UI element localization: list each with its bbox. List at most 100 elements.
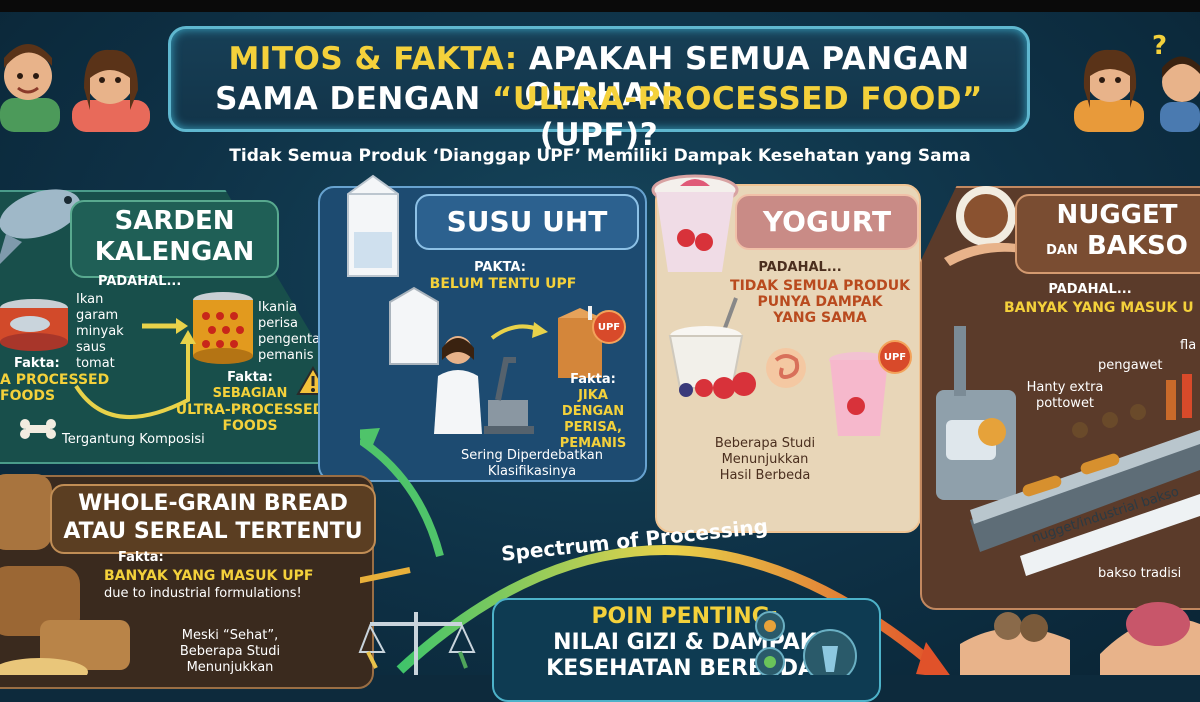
sarden-list-left-item: Ikan — [76, 292, 104, 307]
susu-fakta-label: Fakta: — [570, 372, 616, 387]
susu-note-line: Sering Diperdebatkan — [461, 448, 603, 463]
nugget-bakso-label: bakso tradisi — [1098, 566, 1182, 581]
nugget-padahal: PADAHAL... — [1048, 282, 1132, 297]
title-text-1: APAKAH SEMUA PANGAN OLAHAN — [517, 41, 970, 113]
fish-icon — [0, 172, 90, 282]
sarden-fakta-right-label: Fakta: — [227, 370, 273, 385]
title-highlight-1: MITOS & FAKTA: — [228, 41, 518, 77]
sarden-list-right-item: Ikania — [258, 300, 297, 315]
bread-heading-line-2: ATAU SEREAL TERTENTU — [63, 519, 363, 544]
top-bar — [0, 0, 1200, 12]
sarden-list-right-item: pemanis — [258, 348, 314, 363]
sarden-note: Tergantung Komposisi — [62, 432, 205, 447]
subtitle: Tidak Semua Produk ‘Dianggap UPF’ Memili… — [229, 146, 971, 166]
susu-note: Sering Diperdebatkan Klasifikasinya — [432, 448, 632, 480]
yogurt-note-line: Hasil Berbeda — [719, 468, 811, 483]
title-banner: MITOS & FAKTA: APAKAH SEMUA PANGAN OLAHA… — [168, 26, 1030, 153]
scientist-icon — [428, 330, 538, 436]
curved-arrow-icon — [70, 330, 200, 426]
milk-box-icon — [384, 286, 444, 366]
people-left-illustration — [0, 44, 150, 132]
people-right-illustration: ? — [1074, 31, 1200, 132]
sarden-heading-line-2: KALENGAN — [94, 237, 255, 267]
susu-fakta-value: JIKA DENGAN — [561, 388, 625, 419]
nugget-heading-line-2: BAKSO — [1086, 231, 1188, 261]
bread-note-line: Menunjukkan — [186, 660, 274, 675]
susu-fakta: Fakta: JIKA DENGAN PERISA, PEMANIS — [548, 372, 638, 452]
scale-icon — [356, 608, 476, 675]
susu-fakta-value: PEMANIS — [559, 436, 627, 451]
sarden-fakta-right-value: FOODS — [222, 418, 278, 434]
sarden-heading-line-1: SARDEN — [114, 206, 235, 236]
bread-heading: WHOLE-GRAIN BREAD ATAU SEREAL TERTENTU — [50, 484, 376, 554]
title-line-2: SAMA DENGAN “ULTRA-PROCESSED FOOD” (UPF)… — [171, 81, 1027, 153]
sarden-list-left-item: saus — [76, 340, 106, 355]
gut-icon — [764, 346, 808, 390]
sarden-list-left-item: tomat — [76, 356, 115, 371]
yogurt-value-line: YANG SAMA — [773, 310, 867, 326]
poin-line-1: POIN PENTING: — [591, 604, 779, 629]
sarden-heading: SARDEN KALENGAN — [70, 200, 279, 278]
yogurt-value-line: PUNYA DAMPAK — [757, 294, 883, 310]
yogurt-value: TIDAK SEMUA PRODUK PUNYA DAMPAK YANG SAM… — [730, 278, 910, 326]
bread-icon — [0, 466, 60, 554]
sarden-list-left-item: minyak — [76, 324, 124, 339]
nugget-label-extra-line: pottowet — [1035, 396, 1095, 411]
nugget-heading-line-1: NUGGET — [1056, 200, 1178, 230]
title-text-3: (UPF)? — [539, 117, 659, 153]
nugget-value: BANYAK YANG MASUK U — [1004, 300, 1194, 316]
bread-fakta-note: due to industrial formulations! — [104, 586, 302, 601]
susu-pakta-label: PAKTA: — [474, 260, 526, 275]
milk-carton-icon — [340, 172, 406, 280]
sardine-can-icon — [0, 298, 70, 354]
food-icons — [752, 606, 862, 683]
bread-note-line: Meski “Sehat”, — [181, 628, 279, 643]
bone-icon — [18, 414, 58, 444]
bread-note: Meski “Sehat”, Beberapa Studi Menunjukka… — [160, 628, 300, 676]
upf-badge: UPF — [592, 310, 626, 344]
bread-fakta-label: Fakta: — [118, 550, 164, 565]
svg-text:?: ? — [1152, 31, 1167, 61]
sarden-list-left-item: garam — [76, 308, 119, 323]
sarden-fakta-right-value: ULTRA-PROCESSED — [175, 402, 325, 418]
yogurt-cup-icon — [650, 172, 740, 282]
bread-fakta-value: BANYAK YANG MASUK UPF — [104, 568, 314, 584]
susu-fakta-value: PERISA, — [564, 420, 622, 435]
meatball-icon — [942, 180, 1032, 270]
yogurt-note: Beberapa Studi Menunjukkan Hasil Berbeda — [690, 436, 840, 484]
sarden-padahal: PADAHAL... — [98, 274, 182, 289]
people-left — [0, 28, 160, 132]
title-line-1: MITOS & FAKTA: APAKAH SEMUA PANGAN OLAHA… — [171, 41, 1027, 113]
pink-yogurt-icon — [826, 350, 892, 440]
yogurt-note-line: Beberapa Studi — [714, 436, 816, 451]
arrow-right-icon — [140, 316, 190, 336]
yogurt-padahal: PADAHAL... — [758, 260, 842, 275]
sarden-fakta-left-label: Fakta: — [14, 356, 60, 371]
susu-pakta-value: BELUM TENTU UPF — [429, 276, 577, 292]
title-text-2: SAMA DENGAN — [215, 81, 493, 117]
susu-heading: SUSU UHT — [415, 194, 639, 250]
title-highlight-2: “ULTRA-PROCESSED FOOD” — [492, 81, 983, 117]
nugget-label-extra-line: Hanty extra — [1026, 380, 1104, 395]
sarden-list-right: Ikania perisa pengental pemanis — [258, 300, 348, 364]
sarden-list-right-item: perisa — [258, 316, 298, 331]
sarden-fakta-right-value: SEBAGIAN — [212, 386, 288, 401]
hands-bakso-icon — [960, 584, 1200, 675]
yogurt-value-line: TIDAK SEMUA PRODUK — [730, 278, 910, 294]
sarden-list-right-item: pengental — [258, 332, 324, 347]
arrow-curve-icon — [490, 318, 550, 342]
yogurt-bowl-icon — [664, 296, 774, 402]
can-icon — [192, 292, 254, 366]
nugget-label-extra: Hanty extra pottowet — [1020, 380, 1110, 412]
sarden-fakta-left-value: A PROCESSED FOODS — [0, 372, 110, 404]
people-right: ? — [1070, 28, 1200, 132]
sarden-fakta-right: Fakta: SEBAGIAN ULTRA-PROCESSED FOODS — [170, 370, 330, 434]
susu-note-line: Klasifikasinya — [487, 464, 577, 479]
nugget-label-pengawet: pengawet — [1098, 358, 1163, 373]
factory-machine-icon — [930, 320, 1200, 580]
nugget-label-fla: fla — [1180, 338, 1197, 353]
bread-note-line: Beberapa Studi — [179, 644, 281, 659]
sarden-list-left: Ikan garam minyak saus tomat — [76, 292, 146, 372]
nugget-heading: NUGGET DAN BAKSO — [1015, 194, 1200, 274]
nugget-heading-small: DAN — [1046, 243, 1078, 258]
